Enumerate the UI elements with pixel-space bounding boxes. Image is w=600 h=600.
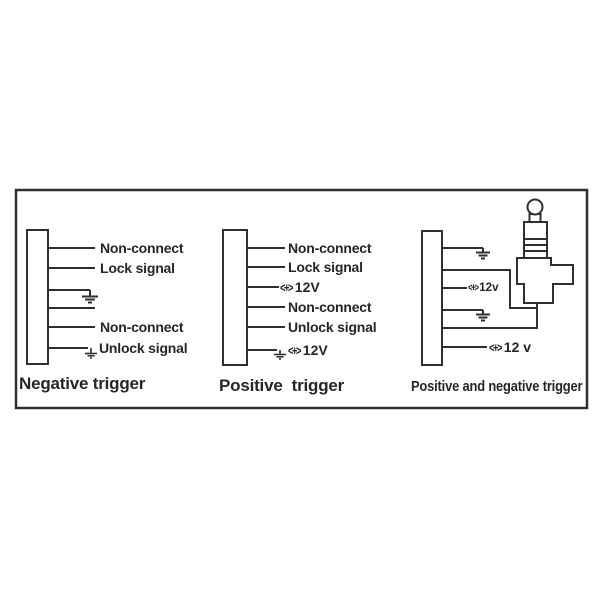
panel-caption: Positive and negative trigger xyxy=(411,378,583,395)
actuator-ball-knob xyxy=(526,198,544,216)
panel-caption: Positive trigger xyxy=(219,376,345,395)
voltage-label: 12v xyxy=(479,282,499,294)
power-label: <+>12V xyxy=(288,343,328,358)
signal-label: Unlock signal xyxy=(288,319,377,335)
diagram-frame xyxy=(14,188,589,410)
ground-icon xyxy=(476,248,490,260)
positive-trigger-panel xyxy=(222,229,286,366)
power-label: <+>12 v xyxy=(489,340,531,355)
wire-to-actuator-tab xyxy=(442,303,538,329)
connector-block xyxy=(421,230,443,366)
fuse-icon: <+> xyxy=(280,280,294,295)
signal-label: Non-connect xyxy=(100,240,184,256)
fuse-icon: <+> xyxy=(468,282,479,294)
ground-icon xyxy=(85,348,97,359)
power-label: <+>12V xyxy=(280,280,320,295)
signal-label: Lock signal xyxy=(288,259,363,275)
connector-block xyxy=(222,229,248,366)
signal-label: Unlock signal xyxy=(99,340,188,356)
wire-to-actuator-body xyxy=(442,269,537,309)
fuse-icon: <+> xyxy=(489,340,503,355)
negative-trigger-panel xyxy=(26,229,98,365)
door-lock-actuator xyxy=(516,198,574,304)
signal-label: Lock signal xyxy=(100,260,175,276)
voltage-label: 12V xyxy=(302,342,328,358)
fuse-icon: <+> xyxy=(288,343,302,358)
signal-label: Non-connect xyxy=(288,299,372,315)
ground-icon xyxy=(82,290,98,304)
positive-negative-trigger-panel xyxy=(421,198,574,366)
power-label: <+>12v xyxy=(468,282,498,294)
ground-icon xyxy=(476,310,490,322)
panel-caption: Negative trigger xyxy=(19,374,146,393)
signal-label: Non-connect xyxy=(288,240,372,256)
ground-icon xyxy=(274,350,286,360)
actuator-body xyxy=(516,257,574,304)
connector-block xyxy=(26,229,49,365)
voltage-label: 12 v xyxy=(503,339,532,355)
voltage-label: 12V xyxy=(294,279,320,295)
signal-label: Non-connect xyxy=(100,319,184,335)
